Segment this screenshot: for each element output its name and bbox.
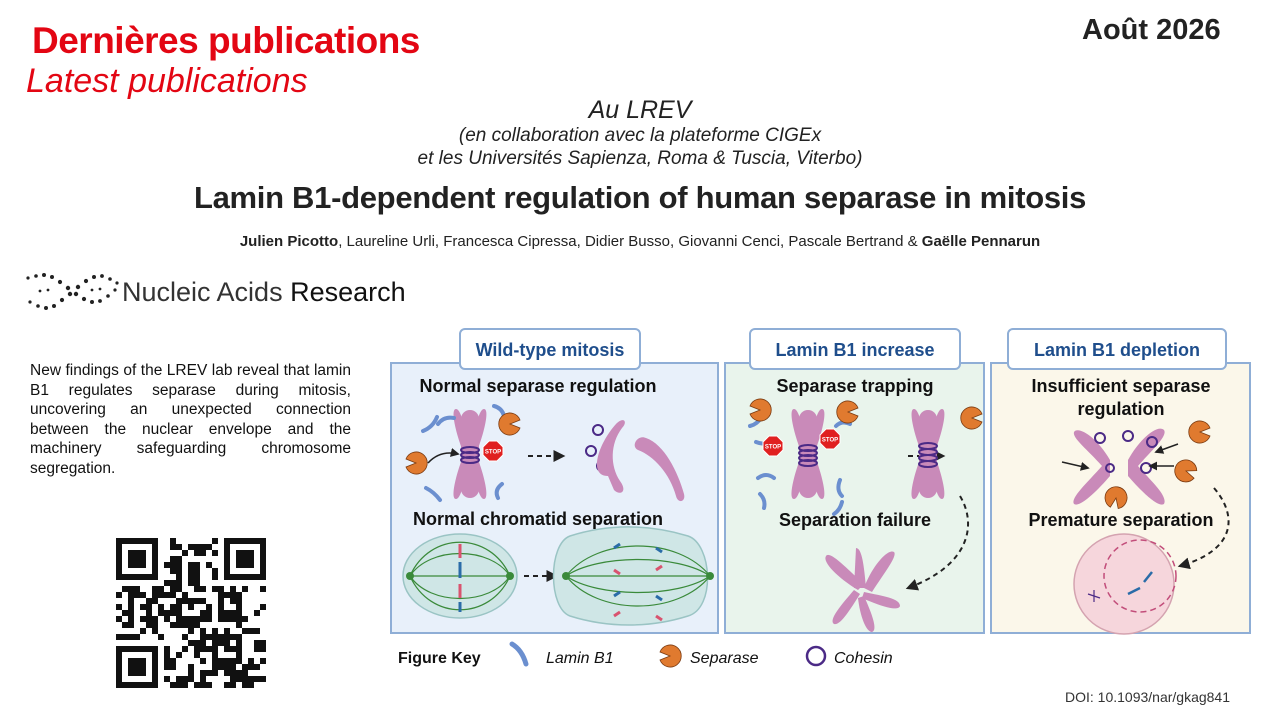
stop-sign-icon (482, 440, 504, 462)
panel-3-subtitle-2: Premature separation (1028, 510, 1213, 530)
dna-logo-icon (26, 273, 119, 310)
figure-key: Figure Key Lamin B1 Separase Cohesin (398, 641, 893, 668)
panel-1-header: Wild-type mitosis (476, 340, 625, 360)
graphical-abstract-figure: STOP Wild-type mitosis Normal separase r… (390, 328, 1251, 668)
last-author: Gaëlle Pennarun (921, 233, 1041, 250)
lab-name: Au LREV (588, 96, 692, 124)
panel-lamin-depletion: Lamin B1 depletion Insufficient separase… (990, 328, 1251, 635)
lamin-b1-icon (509, 641, 529, 667)
panel-3-header: Lamin B1 depletion (1034, 340, 1200, 360)
page-title-french: Dernières publications (32, 20, 420, 61)
figure-key-title: Figure Key (398, 650, 481, 667)
journal-name: Nucleic Acids Research (122, 277, 406, 307)
author-list: Julien Picotto, Laureline Urli, Francesc… (0, 233, 1280, 250)
qr-code-icon[interactable] (116, 538, 266, 688)
panel-2-header: Lamin B1 increase (775, 340, 934, 360)
panel-2-subtitle-2: Separation failure (779, 510, 931, 530)
panel-2-subtitle-1: Separase trapping (776, 376, 933, 396)
collaboration-line-1: (en collaboration avec la plateforme CIG… (458, 125, 822, 146)
panel-wild-type: Wild-type mitosis Normal separase regula… (390, 328, 719, 634)
panel-3-subtitle-1b: regulation (1077, 399, 1164, 419)
first-author: Julien Picotto (239, 233, 339, 250)
cohesin-icon (805, 645, 827, 667)
page-title-english: Latest publications (26, 62, 308, 100)
middle-authors: , Laureline Urli, Francesca Cipressa, Di… (338, 233, 922, 250)
summary-text: New findings of the LREV lab reveal that… (30, 362, 351, 477)
collaboration-line-2: et les Universités Sapienza, Roma & Tusc… (417, 148, 863, 169)
key-separase-label: Separase (690, 650, 759, 667)
doi-label: DOI: 10.1093/nar/gkag841 (1065, 689, 1231, 705)
separase-icon (659, 644, 682, 668)
key-lamin-label: Lamin B1 (546, 650, 614, 667)
panel-1-subtitle-1: Normal separase regulation (419, 376, 656, 396)
paper-title: Lamin B1-dependent regulation of human s… (193, 180, 1087, 215)
publication-date: Août 2026 (1082, 14, 1221, 46)
panel-1-subtitle-2: Normal chromatid separation (413, 509, 663, 529)
panel-lamin-increase: Lamin B1 increase Separase trapping Sepa… (724, 328, 985, 634)
key-cohesin-label: Cohesin (834, 650, 893, 667)
panel-3-subtitle-1a: Insufficient separase (1031, 376, 1210, 396)
